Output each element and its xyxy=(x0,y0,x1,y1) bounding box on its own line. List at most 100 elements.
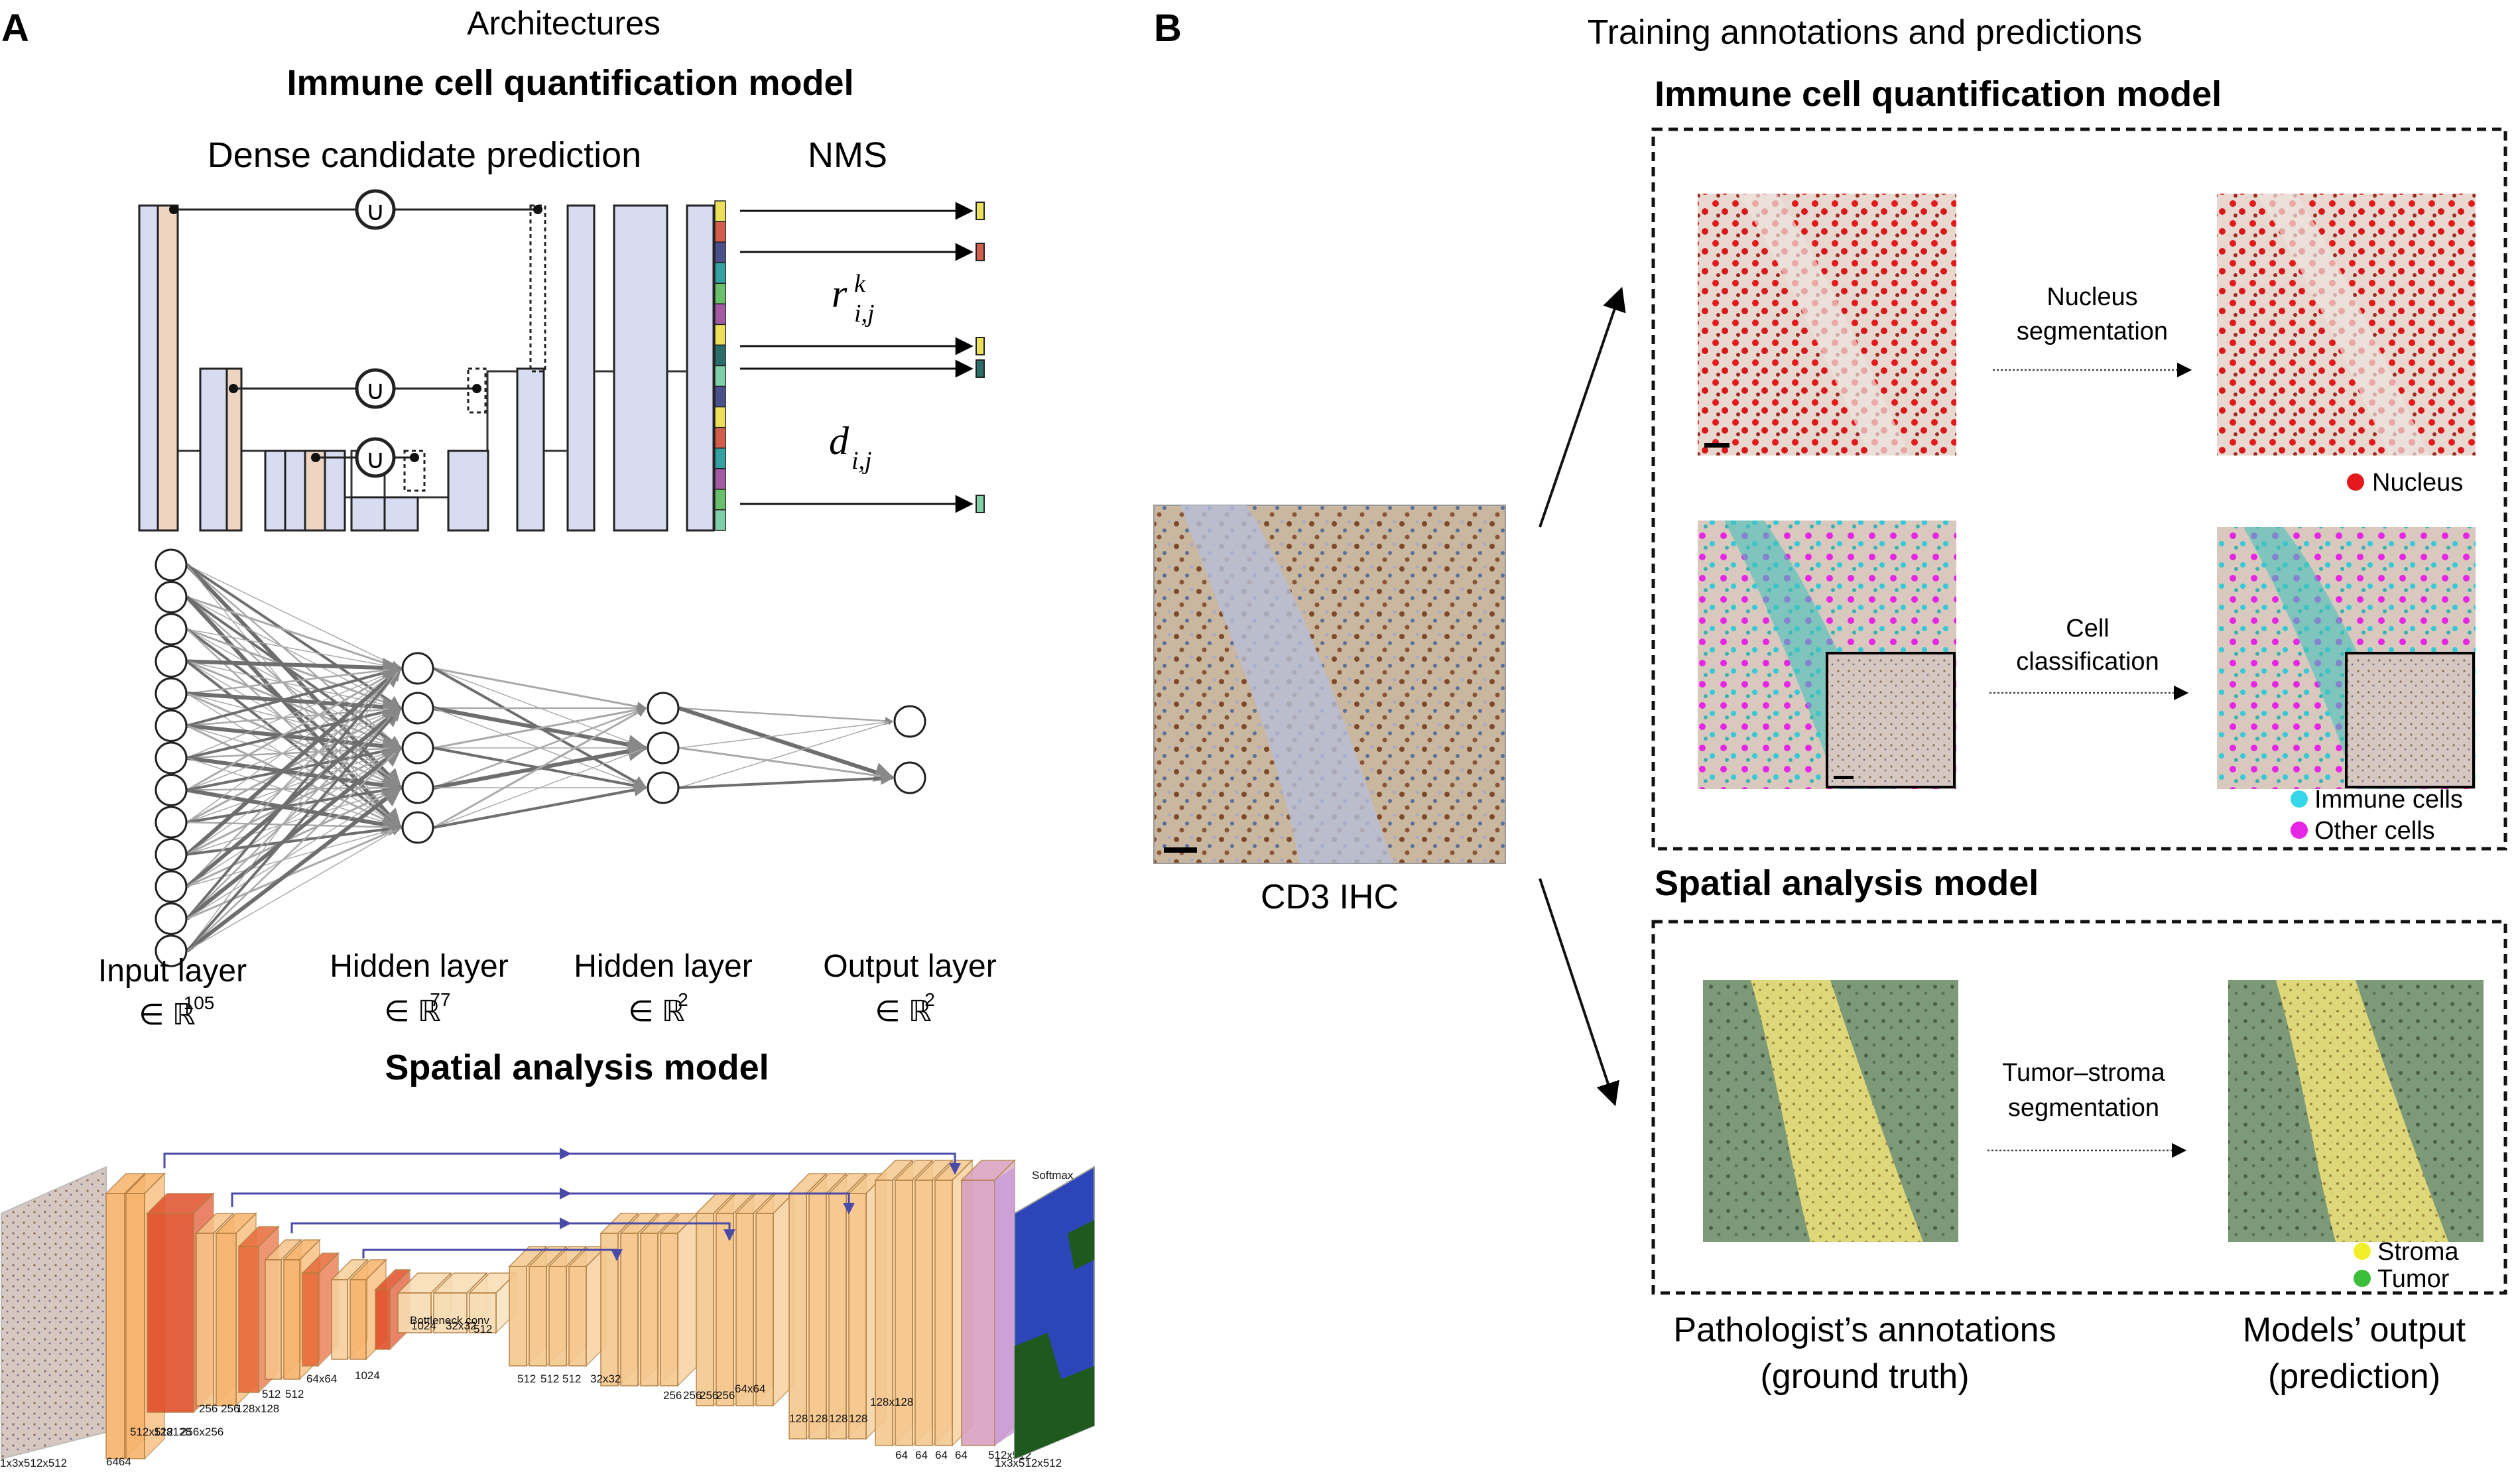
unet-block xyxy=(808,1193,827,1440)
enc-block-3 xyxy=(264,450,286,532)
mlp-neuron xyxy=(401,692,434,725)
mlp-edge xyxy=(186,707,401,920)
mlp-neuron xyxy=(401,771,434,804)
nms-output-1 xyxy=(976,202,985,220)
mlp-edge xyxy=(433,667,647,711)
unet-size-label: 1024 xyxy=(411,1319,436,1332)
svg-text:i,j: i,j xyxy=(851,447,872,475)
strip-cell xyxy=(714,385,726,408)
mlp-edge xyxy=(678,706,895,782)
dense-candidate-label: Dense candidate prediction xyxy=(208,135,641,175)
unet-size-label: 64 xyxy=(915,1449,928,1461)
strip-cell xyxy=(714,262,726,284)
mlp-edge xyxy=(186,629,401,670)
unet-block xyxy=(934,1180,953,1446)
unet-block xyxy=(600,1233,619,1386)
mlp-layer-labels: Input layer ∈ ℝ 105 Hidden layer ∈ ℝ 77 … xyxy=(98,949,997,1031)
unet-block xyxy=(125,1193,145,1459)
unet-block xyxy=(696,1213,714,1406)
mlp-edge xyxy=(678,720,893,788)
input-layer-label: Input layer ∈ ℝ 105 xyxy=(98,953,247,1031)
unet-size-label: 64 xyxy=(895,1449,908,1461)
cell-step-line2: classification xyxy=(2016,648,2159,676)
nms-output-3 xyxy=(976,337,985,355)
strip-cell xyxy=(714,221,726,243)
svg-text:∪: ∪ xyxy=(365,197,385,226)
nucleus-annotation-image xyxy=(1698,194,1956,456)
model2-title-b: Spatial analysis model xyxy=(1655,863,2039,903)
unet-block xyxy=(283,1259,300,1380)
strip-cell xyxy=(714,303,726,326)
mlp-neuron xyxy=(647,731,680,765)
strip-cell xyxy=(714,282,726,305)
unet-size-label: 128 xyxy=(829,1412,848,1425)
detector-network: ∪ ∪ ∪ r k i,j d i,j xyxy=(138,189,985,532)
legend-nucleus: Nucleus xyxy=(2347,469,2463,497)
mlp-edge xyxy=(433,783,647,829)
unet-block xyxy=(961,1180,995,1446)
svg-text:77: 77 xyxy=(430,989,450,1010)
unet-size-label: 64x64 xyxy=(735,1382,765,1395)
unet-block xyxy=(349,1279,367,1360)
unet-block xyxy=(216,1233,237,1406)
unet-block xyxy=(302,1272,319,1367)
dec-block-2 xyxy=(516,367,545,532)
mlp-neuron xyxy=(155,902,188,935)
unet-size-label: 128x128 xyxy=(236,1402,279,1415)
unet-block xyxy=(529,1266,547,1367)
legend-tumor: Tumor xyxy=(2354,1265,2450,1293)
mlp-neuron xyxy=(401,731,434,765)
model2-title-a: Spatial analysis model xyxy=(385,1048,769,1087)
unet-block xyxy=(848,1193,867,1440)
mlp-edge xyxy=(186,564,402,709)
svg-text:Stroma: Stroma xyxy=(2377,1238,2459,1266)
unet-block xyxy=(716,1213,734,1406)
svg-text:∈ ℝ: ∈ ℝ xyxy=(875,995,932,1028)
unet-block xyxy=(914,1180,933,1446)
hidden-layer-2-label: Hidden layer ∈ ℝ 2 xyxy=(574,949,753,1028)
mlp-edge xyxy=(186,747,401,823)
unet-size-label: 128128 xyxy=(154,1426,192,1438)
unet-size-label: 256 xyxy=(716,1389,735,1402)
nms-output-5 xyxy=(976,495,985,513)
mlp-neuron xyxy=(893,705,926,738)
svg-text:Hidden layer: Hidden layer xyxy=(574,949,753,984)
unet-block xyxy=(660,1233,678,1386)
mlp-neuron xyxy=(647,771,680,804)
mlp-edge xyxy=(433,707,647,829)
unet-block xyxy=(735,1213,754,1406)
unet-block xyxy=(640,1233,659,1386)
unet-block xyxy=(568,1266,587,1367)
spatial-box xyxy=(1651,920,2507,1295)
strip-cell xyxy=(714,489,726,511)
svg-text:d: d xyxy=(829,419,850,463)
svg-text:Output layer: Output layer xyxy=(823,949,996,984)
mlp-edge xyxy=(186,668,401,951)
mlp-edge xyxy=(186,787,401,920)
mlp-edge xyxy=(433,747,647,828)
unet-size-label: 512 xyxy=(562,1373,581,1385)
svg-text:Immune cells: Immune cells xyxy=(2314,786,2463,814)
model1-title-b: Immune cell quantification model xyxy=(1655,74,2222,114)
strip-cell xyxy=(714,324,726,346)
mlp-edge xyxy=(186,786,402,888)
unet-block xyxy=(469,1292,497,1333)
svg-text:Input layer: Input layer xyxy=(98,953,247,989)
bottleneck-label: Bottleneck conv xyxy=(410,1314,490,1327)
model1-title-a: Immune cell quantification model xyxy=(286,63,853,103)
unet-block xyxy=(548,1266,567,1367)
arrow-to-spatial xyxy=(1539,878,1619,1107)
svg-text:Hidden layer: Hidden layer xyxy=(330,949,509,984)
unet-block xyxy=(875,1180,893,1446)
unet-size-label: 128 xyxy=(809,1412,828,1425)
tumor-stroma-annotation-image xyxy=(1703,980,1958,1242)
enc-block-2 xyxy=(199,367,228,532)
softmax-layer xyxy=(995,1167,1015,1445)
svg-text:r: r xyxy=(832,272,848,316)
mlp-edge xyxy=(186,747,401,951)
mlp-neuron xyxy=(893,761,926,794)
mlp-edge xyxy=(186,707,402,952)
unet-output-size: 1x3x512x512 xyxy=(995,1457,1062,1469)
mlp-edge xyxy=(186,660,402,749)
